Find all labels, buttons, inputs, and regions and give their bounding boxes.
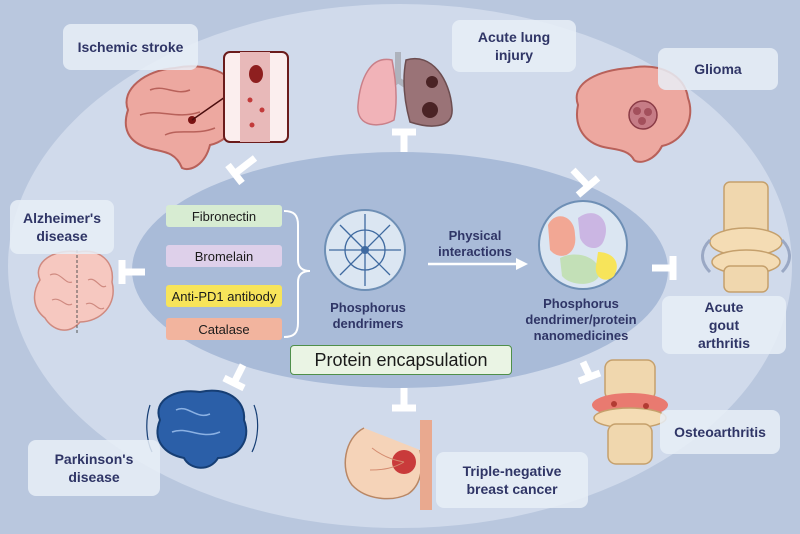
label-parkinsons: Parkinson's disease bbox=[28, 440, 160, 496]
knee-joint-icon bbox=[701, 181, 791, 293]
dendrimer-label: Phosphorus dendrimers bbox=[330, 300, 406, 331]
label-ischemic-stroke: Ischemic stroke bbox=[63, 24, 198, 70]
breast-tumor-icon bbox=[344, 420, 432, 510]
inhibition-arrow-icon bbox=[118, 128, 677, 412]
glioma-brain-icon bbox=[575, 65, 692, 163]
dendrimer-icon bbox=[324, 209, 406, 291]
protein-encapsulation-box: Protein encapsulation bbox=[290, 345, 512, 375]
label-glioma: Glioma bbox=[658, 48, 778, 90]
label-acute-lung-injury: Acute lung injury bbox=[452, 20, 576, 72]
protein-bracket bbox=[283, 210, 311, 338]
gout-joint-icon bbox=[592, 359, 668, 465]
interaction-arrow bbox=[428, 258, 528, 270]
lungs-icon bbox=[357, 52, 453, 127]
label-acute-gout-arthritis: Acute gout arthritis bbox=[662, 296, 786, 354]
blood-vessel-icon bbox=[223, 51, 289, 143]
label-alzheimers: Alzheimer's disease bbox=[10, 200, 114, 254]
label-triple-negative-breast-cancer: Triple-negative breast cancer bbox=[436, 452, 588, 508]
nanomedicine-label: Phosphorus dendrimer/protein nanomedicin… bbox=[525, 296, 637, 343]
protein-bromelain: Bromelain bbox=[166, 245, 282, 267]
interaction-label: Physical interactions bbox=[438, 228, 512, 259]
nanomedicine-icon bbox=[538, 200, 628, 290]
protein-fibronectin: Fibronectin bbox=[166, 205, 282, 227]
brain-icon bbox=[124, 65, 243, 170]
label-osteoarthritis: Osteoarthritis bbox=[660, 410, 780, 454]
protein-anti-pd1: Anti-PD1 antibody bbox=[166, 285, 282, 307]
protein-catalase: Catalase bbox=[166, 318, 282, 340]
